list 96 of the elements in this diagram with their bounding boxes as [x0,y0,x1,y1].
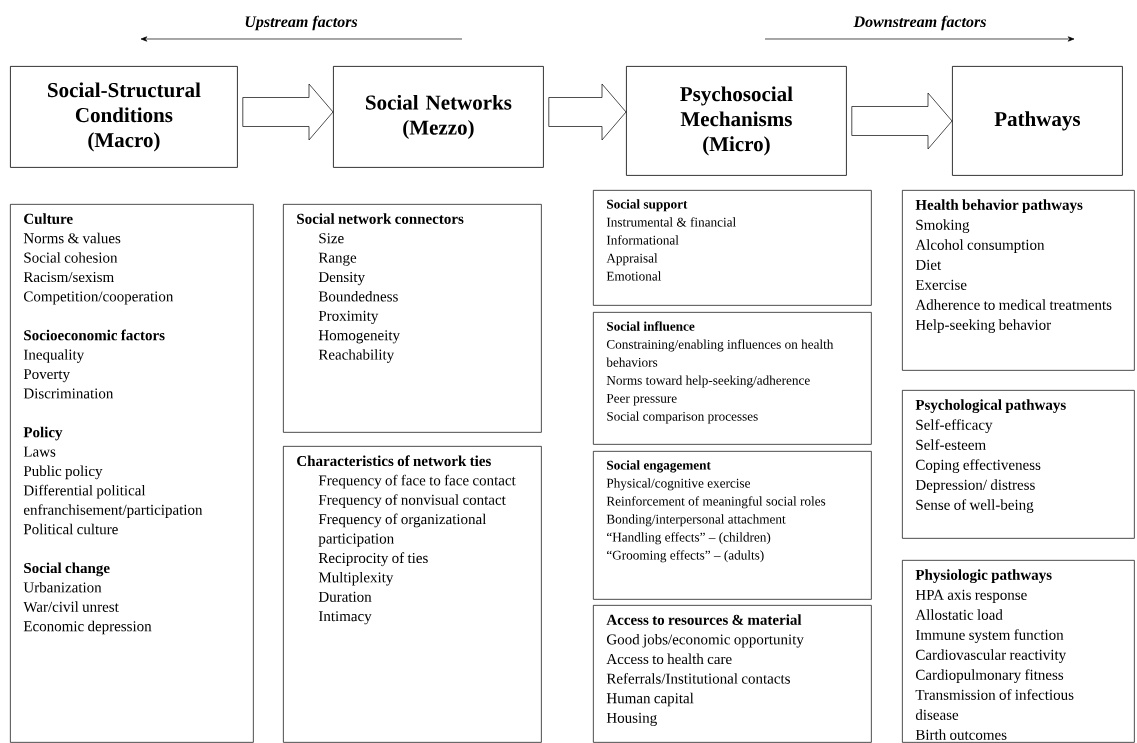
direction-label: Downstream factors [853,15,986,31]
list-item: Racism/sexism [23,272,114,283]
list-item: Public policy [23,465,103,480]
category-heading: Health behavior pathways [915,199,1083,213]
list-item: Differential political enfranchisement/participation [23,484,203,518]
list-item: Bonding/interpersonal attachment [606,514,786,527]
category-box [10,204,254,743]
category-heading: Social support [607,199,688,212]
category-heading: Social network connectors [297,213,464,224]
category-heading: Access to resources & material [606,614,802,625]
category-box [593,312,872,445]
list-item: Frequency of face to face contact [318,474,516,489]
category-box [283,204,542,433]
list-item: Smoking [916,219,970,233]
list-item: Exercise [915,279,967,290]
list-item: Proximity [318,310,379,324]
list-item: Range [318,252,357,266]
list-item: Laws [23,446,56,457]
list-item: “Grooming effects” – (adults) [607,550,764,563]
list-item: Homogeneity [318,330,400,344]
category-heading: Physiologic pathways [915,569,1052,584]
list-item: War/civil unrest [23,601,119,612]
category-box [902,190,1135,371]
category-heading: Social change [24,562,110,577]
list-item: Duration [318,591,372,602]
category-heading: Social influence [607,321,695,331]
stage-box: Pathways [952,66,1123,176]
list-item: Intimacy [318,611,372,625]
list-item: Norms toward help-seeking/adherence [606,375,810,388]
category-box [593,190,872,306]
stage-box: Psychosocial Mechanisms (Micro) [626,66,847,176]
list-item: Diet [915,259,942,270]
category-box [902,560,1135,743]
list-item: Emotional [606,271,662,281]
category-heading: Policy [23,426,63,441]
list-item: Physical/cognitive exercise [606,478,750,491]
list-item: Urbanization [23,581,102,593]
list-item: Appraisal [606,253,658,266]
list-item: HPA axis response [915,589,1027,603]
list-item: Frequency of nonvisual contact [318,494,506,508]
list-item: Political culture [23,523,118,535]
stage-box: Social-Structural Conditions (Macro) [10,66,238,168]
list-item: Social comparison processes [607,411,758,424]
list-item: Self-esteem [916,439,986,450]
list-item: Help-seeking behavior [915,319,1051,333]
list-item: Transmission of infectious disease [915,689,1074,720]
list-item: Frequency of organizational participation [318,513,487,547]
list-item: Birth outcomes [915,729,1007,740]
list-item: Poverty [23,369,70,383]
direction-label: Upstream factors [245,15,358,31]
list-item: Coping effectiveness [915,459,1041,473]
list-item: Depression/ distress [915,479,1035,493]
category-heading: Socioeconomic factors [24,329,165,341]
category-box [283,446,542,743]
list-item: Inequality [23,349,85,363]
list-item: Size [319,233,344,244]
list-item: Sense of well-being [916,499,1034,513]
list-item: Boundedness [318,290,398,302]
list-item: Adherence to medical treatments [915,299,1112,310]
list-item: Self-efficacy [916,419,993,433]
list-item: Reachability [318,349,395,363]
list-item: Housing [606,712,657,726]
category-heading: Psychological pathways [915,399,1066,414]
list-item: Good jobs/economic opportunity [606,633,804,648]
list-item: Human capital [606,692,694,707]
list-item: Peer pressure [606,394,677,406]
list-item: Reciprocity of ties [318,552,428,567]
list-item: Informational [606,235,679,245]
list-item: Discrimination [23,388,114,399]
list-item: Social cohesion [24,252,118,263]
block-arrow [242,83,334,141]
stage-box: Social Networks (Mezzo) [333,66,544,168]
list-item: Referrals/Institutional contacts [606,673,790,684]
list-item: Competition/cooperation [23,291,174,305]
category-box [902,390,1135,539]
list-item: Cardiovascular reactivity [915,649,1067,663]
list-item: Multiplexity [318,571,394,586]
category-heading: Characteristics of network ties [297,455,491,467]
list-item: Immune system function [915,629,1064,643]
list-item: Norms & values [23,232,121,244]
list-item: Instrumental & financial [606,217,736,227]
category-box [593,605,872,743]
list-item: Alcohol consumption [915,239,1045,253]
list-item: Constraining/enabling influences on health behaviors [606,339,834,367]
list-item: Access to health care [606,653,732,665]
list-item: “Handling effects” – (children) [607,532,771,545]
list-item: Economic depression [23,620,152,635]
list-item: Reinforcement of meaningful social roles [606,496,826,509]
list-item: Density [318,272,365,286]
list-item: Cardiopulmonary fitness [915,669,1064,683]
category-heading: Culture [24,213,73,224]
block-arrow [851,92,953,150]
category-box [593,451,872,600]
block-arrow [548,83,627,141]
category-heading: Social engagement [607,460,711,473]
list-item: Allostatic load [915,609,1003,620]
